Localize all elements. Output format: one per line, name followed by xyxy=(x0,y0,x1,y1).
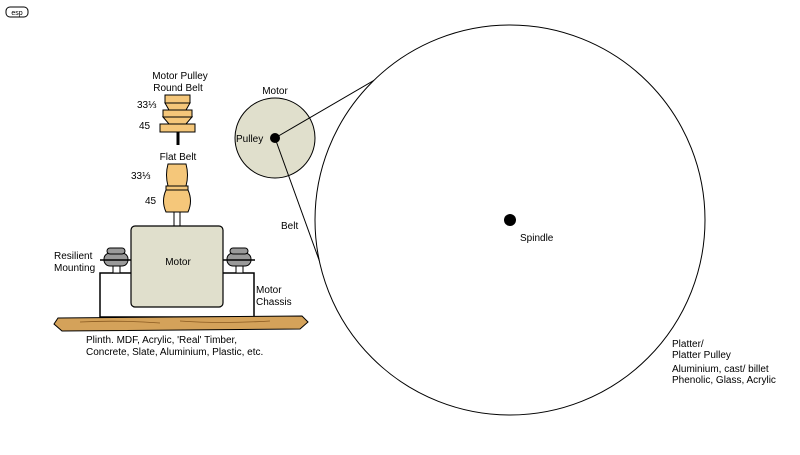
resilient-mount-left xyxy=(100,247,132,274)
pulley-label: Pulley xyxy=(236,134,263,145)
flat-331-label: 33⅓ xyxy=(131,171,151,182)
platter-label-1: Platter/ xyxy=(672,339,704,350)
plinth xyxy=(53,315,309,332)
flat-45-label: 45 xyxy=(145,196,157,207)
pulley-dot xyxy=(270,133,280,143)
round-belt-label: Round Belt xyxy=(153,83,203,94)
platter-label-2: Platter Pulley xyxy=(672,350,731,361)
logo-text: esp xyxy=(11,10,22,17)
plinth-label-1: Plinth. MDF, Acrylic, 'Real' Timber, xyxy=(86,335,237,346)
spindle-dot xyxy=(504,214,516,226)
esp-logo: esp xyxy=(5,6,29,18)
resilient-label: Resilient xyxy=(54,251,93,262)
round-331-label: 33⅓ xyxy=(137,100,157,111)
round-belt-pulley xyxy=(159,94,196,145)
material-label-2: Phenolic, Glass, Acrylic xyxy=(672,375,776,386)
motor-chassis-label-1: Motor xyxy=(256,285,282,296)
motor-body xyxy=(130,225,224,308)
material-label-1: Aluminium, cast/ billet xyxy=(672,364,769,375)
belt-label: Belt xyxy=(281,221,298,232)
mounting-label: Mounting xyxy=(54,263,95,274)
motor-box-label: Motor xyxy=(165,257,191,268)
motor-top-label: Motor xyxy=(262,86,288,97)
motor-chassis-label-2: Chassis xyxy=(256,297,292,308)
flat-belt-pulley xyxy=(163,163,191,227)
resilient-mount-right xyxy=(223,247,255,274)
plinth-label-2: Concrete, Slate, Aluminium, Plastic, etc… xyxy=(86,347,263,358)
spindle-label: Spindle xyxy=(520,233,554,244)
motor-pulley-label: Motor Pulley xyxy=(152,71,208,82)
round-45-label: 45 xyxy=(139,121,151,132)
flat-belt-label: Flat Belt xyxy=(160,152,197,163)
